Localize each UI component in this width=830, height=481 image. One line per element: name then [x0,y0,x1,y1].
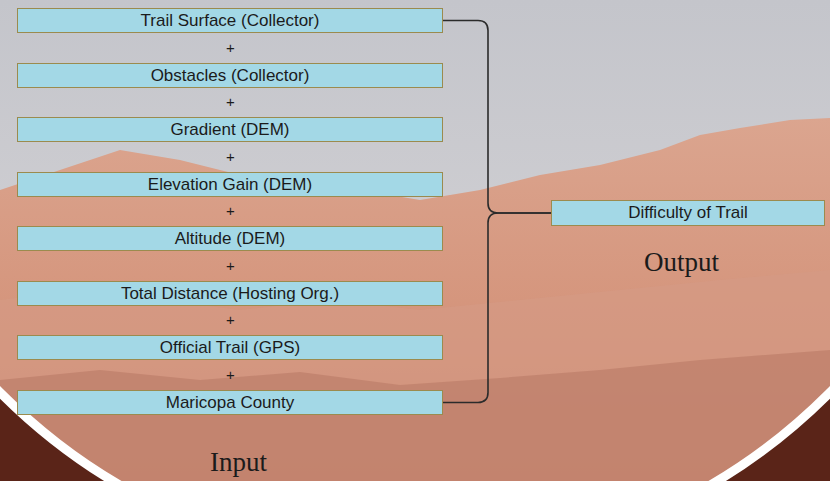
box-text: Difficulty of Trail [628,203,748,223]
brace-connector [443,21,551,214]
input-box: Trail Surface (Collector) [17,8,443,33]
input-box: Official Trail (GPS) [17,335,443,360]
plus-sign: + [226,94,235,110]
plus-sign: + [226,312,235,328]
brace-connector [443,213,551,403]
plus-sign: + [226,149,235,165]
box-text: Altitude (DEM) [175,229,286,249]
plus-sign: + [226,203,235,219]
input-box: Gradient (DEM) [17,117,443,142]
box-text: Total Distance (Hosting Org.) [121,284,339,304]
plus-sign: + [226,367,235,383]
plus-sign: + [226,40,235,56]
output-box: Difficulty of Trail [551,200,825,226]
section-label: Input [210,447,267,477]
plus-sign: + [226,258,235,274]
input-box: Elevation Gain (DEM) [17,172,443,197]
input-box: Maricopa County [17,390,443,415]
box-text: Gradient (DEM) [170,120,289,140]
box-text: Elevation Gain (DEM) [148,175,312,195]
input-box: Total Distance (Hosting Org.) [17,281,443,306]
box-text: Maricopa County [166,393,295,413]
input-box: Altitude (DEM) [17,226,443,251]
box-text: Obstacles (Collector) [151,66,310,86]
section-label: Output [644,247,719,277]
input-box: Obstacles (Collector) [17,63,443,88]
box-text: Trail Surface (Collector) [141,11,320,31]
box-text: Official Trail (GPS) [160,338,300,358]
